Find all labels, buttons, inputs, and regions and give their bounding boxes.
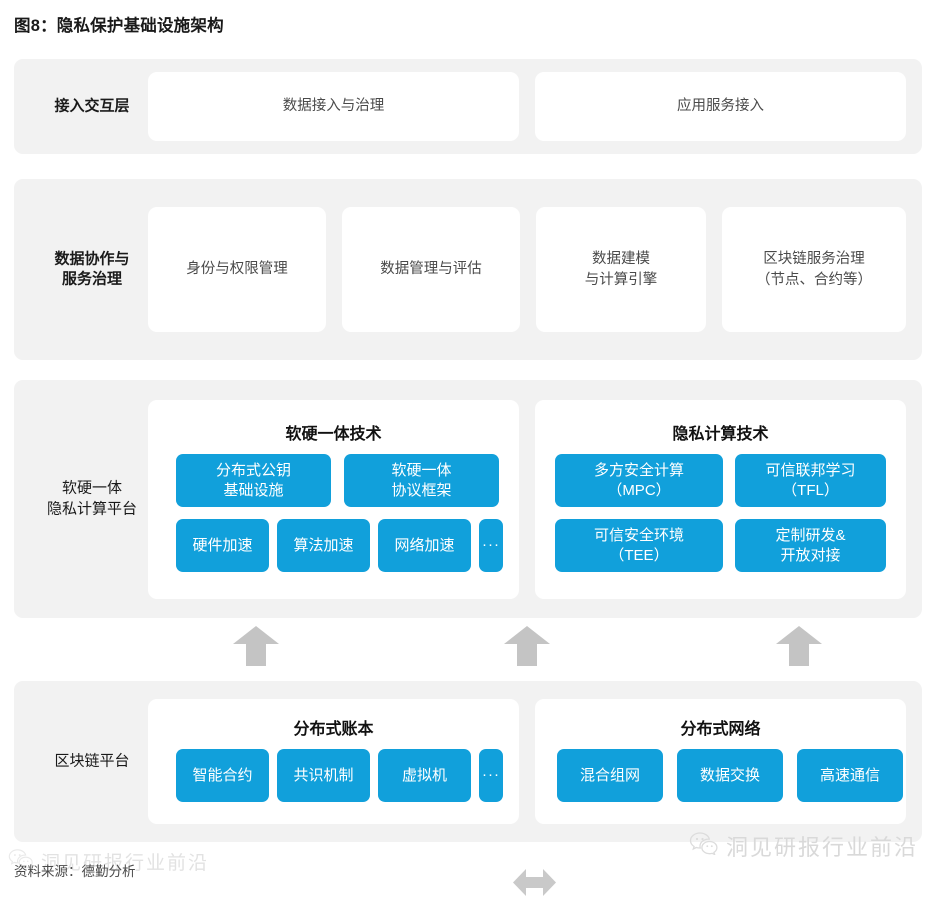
up-arrow-icon-center [504, 626, 550, 666]
source-note: 资料来源：德勤分析 [14, 864, 136, 879]
chip-tfl[interactable]: 可信联邦学习 （TFL） [735, 454, 886, 507]
panel-title-privacy-computing: 隐私计算技术 [672, 426, 769, 443]
figure-title: 图8：隐私保护基础设施架构 [14, 17, 224, 35]
layer-access-label: 接入交互层 [54, 97, 130, 115]
chip-more-ellipsis-ledger[interactable]: ··· [479, 749, 503, 802]
chip-consensus-mechanism[interactable]: 共识机制 [277, 749, 370, 802]
up-arrow-icon-right [776, 626, 822, 666]
chip-data-exchange[interactable]: 数据交换 [677, 749, 783, 802]
layer-platform-label: 软硬一体 隐私计算平台 [46, 479, 137, 517]
chip-distributed-pki[interactable]: 分布式公钥 基础设施 [176, 454, 331, 507]
chip-high-speed-communication[interactable]: 高速通信 [797, 749, 903, 802]
governance-card-blockchain-service[interactable]: 区块链服务治理 （节点、合约等） [722, 207, 906, 332]
chip-virtual-machine[interactable]: 虚拟机 [378, 749, 471, 802]
layer-blockchain: 区块链平台 分布式账本 智能合约 共识机制 虚拟机 ··· 分布式网络 混合组网… [14, 681, 922, 842]
governance-card-data-management[interactable]: 数据管理与评估 [342, 207, 520, 332]
governance-card-modeling-engine[interactable]: 数据建模 与计算引擎 [536, 207, 706, 332]
chip-custom-dev-open-access[interactable]: 定制研发& 开放对接 [735, 519, 886, 572]
access-card-app-service[interactable]: 应用服务接入 [535, 72, 906, 141]
layer-blockchain-label: 区块链平台 [54, 752, 130, 770]
access-card-data-intake[interactable]: 数据接入与治理 [148, 72, 519, 141]
layer-governance-label: 数据协作与 服务治理 [54, 249, 130, 288]
panel-title-hardware-software: 软硬一体技术 [285, 426, 382, 443]
up-arrow-icon-left [233, 626, 279, 666]
panel-title-distributed-ledger: 分布式账本 [293, 721, 374, 738]
governance-card-identity-permission[interactable]: 身份与权限管理 [148, 207, 326, 332]
panel-privacy-computing-tech: 隐私计算技术 多方安全计算 （MPC） 可信联邦学习 （TFL） 可信安全环境 … [535, 400, 906, 599]
chip-tee[interactable]: 可信安全环境 （TEE） [555, 519, 723, 572]
panel-distributed-ledger: 分布式账本 智能合约 共识机制 虚拟机 ··· [148, 699, 519, 824]
chip-more-ellipsis[interactable]: ··· [479, 519, 503, 572]
layer-governance: 数据协作与 服务治理 身份与权限管理 数据管理与评估 数据建模 与计算引擎 区块… [14, 179, 922, 360]
bidirectional-arrow-icon [513, 862, 556, 903]
chip-integrated-protocol-framework[interactable]: 软硬一体 协议框架 [344, 454, 499, 507]
chip-hardware-acceleration[interactable]: 硬件加速 [176, 519, 269, 572]
layer-access: 接入交互层 数据接入与治理 应用服务接入 [14, 59, 922, 154]
panel-distributed-network: 分布式网络 混合组网 数据交换 高速通信 [535, 699, 906, 824]
chip-mpc[interactable]: 多方安全计算 （MPC） [555, 454, 723, 507]
chip-network-acceleration[interactable]: 网络加速 [378, 519, 471, 572]
layer-platform: 软硬一体 隐私计算平台 软硬一体技术 分布式公钥 基础设施 软硬一体 协议框架 … [14, 380, 922, 896]
panel-hardware-software-integration: 软硬一体技术 分布式公钥 基础设施 软硬一体 协议框架 硬件加速 算法加速 网络… [148, 400, 519, 599]
chip-smart-contract[interactable]: 智能合约 [176, 749, 269, 802]
chip-algorithm-acceleration[interactable]: 算法加速 [277, 519, 370, 572]
chip-hybrid-networking[interactable]: 混合组网 [557, 749, 663, 802]
panel-title-distributed-network: 分布式网络 [680, 721, 761, 738]
